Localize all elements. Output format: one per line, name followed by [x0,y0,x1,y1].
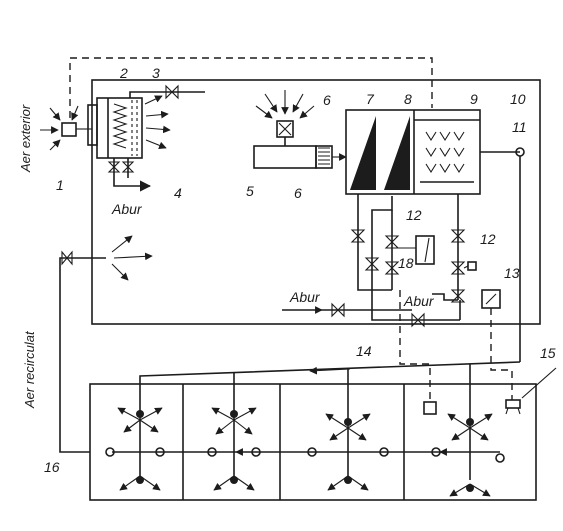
label-10: 10 [510,91,526,107]
zone-sensor [423,401,437,415]
label-6a: 6 [323,92,331,108]
label-6b: 6 [294,185,302,201]
label-14: 14 [356,343,372,359]
label-abur-bottom: Abur [289,289,321,305]
label-12b: 12 [480,231,496,247]
room-enclosure [91,79,541,325]
label-13: 13 [504,265,520,281]
label-3: 3 [152,65,160,81]
control-line-lower [399,290,431,402]
humidity-sensor [505,399,521,415]
heat-exchanger [87,84,205,192]
label-9: 9 [470,91,478,107]
supply-outlets [105,396,505,497]
label-7: 7 [366,91,375,107]
label-2: 2 [119,65,128,81]
label-18: 18 [398,255,414,271]
label-5: 5 [246,183,254,199]
label-aer-exterior: Aer exterior [18,104,33,173]
label-16: 16 [44,459,60,475]
label-1: 1 [56,177,64,193]
recirculation-duct [59,235,153,453]
regulator [481,289,501,309]
label-11: 11 [512,119,527,135]
control-line-top [69,57,433,118]
label-abur-left: Abur [111,201,143,217]
conditioning-cabinet [345,109,525,362]
exterior-sensor [40,105,92,151]
control-line-right [490,308,513,400]
zone-block [89,383,537,501]
label-8: 8 [404,91,412,107]
valve-piping [282,194,477,328]
label-4: 4 [174,185,182,201]
label-aer-recirculat: Aer recirculat [22,330,37,409]
label-abur-valve: Abur [403,293,435,309]
supply-duct [139,361,521,396]
label-15: 15 [540,345,556,361]
label-12a: 12 [406,207,422,223]
air-intake-duct [253,90,347,169]
